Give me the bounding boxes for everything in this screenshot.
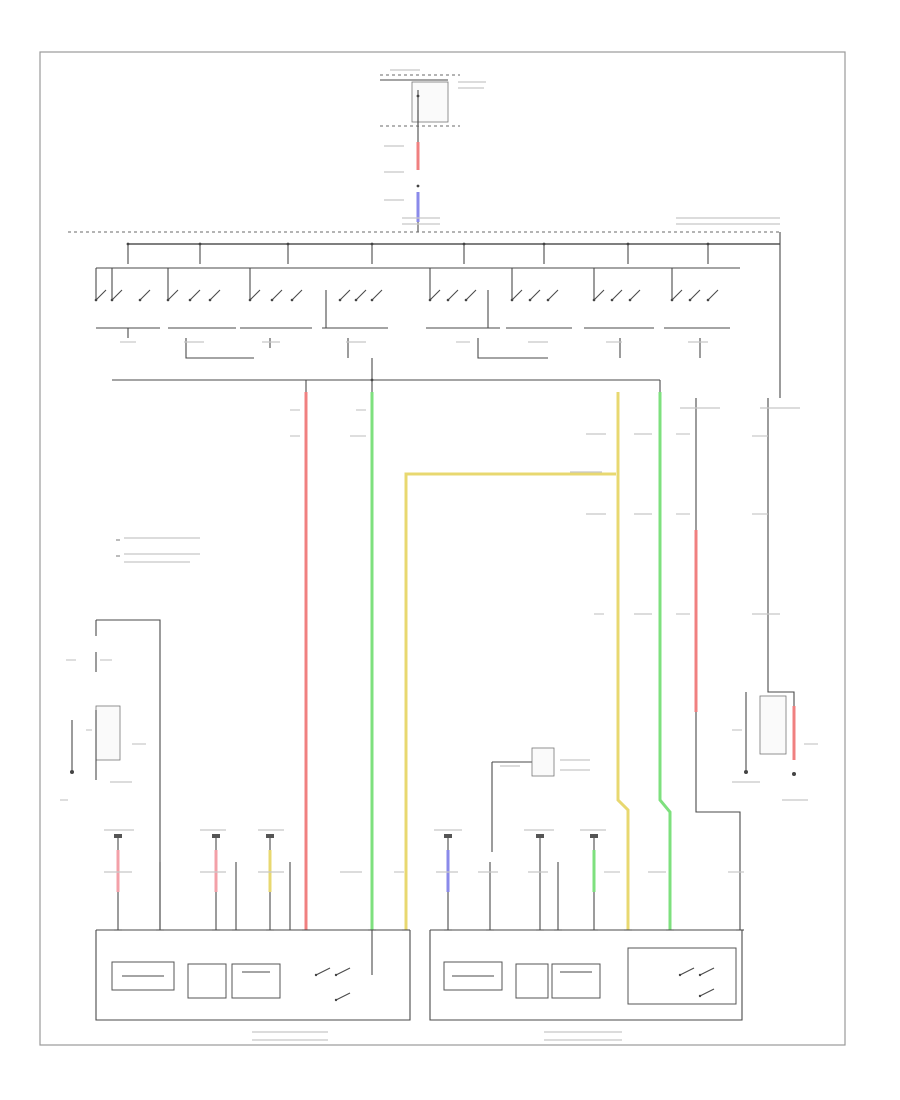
left-connector-pins: [114, 834, 291, 930]
main-feed-wire: [416, 126, 420, 232]
faint-annotations: [60, 69, 818, 1041]
right-green-wire: [658, 380, 672, 930]
right-mirror-switch-bank: [426, 268, 730, 359]
yellow-crossover-wire: [404, 392, 630, 930]
power-source-fuse-box: [380, 74, 460, 127]
far-right-feed: [744, 398, 796, 776]
left-heater-circuit: [70, 619, 161, 930]
right-red-wire: [694, 398, 741, 930]
notes-block: [116, 539, 120, 557]
right-mirror-unit: [429, 929, 743, 1021]
left-mirror-switch-bank: [94, 268, 388, 359]
left-mirror-unit: [95, 929, 411, 1021]
right-connector-pins: [444, 747, 598, 930]
diagram-frame: [39, 51, 846, 1046]
